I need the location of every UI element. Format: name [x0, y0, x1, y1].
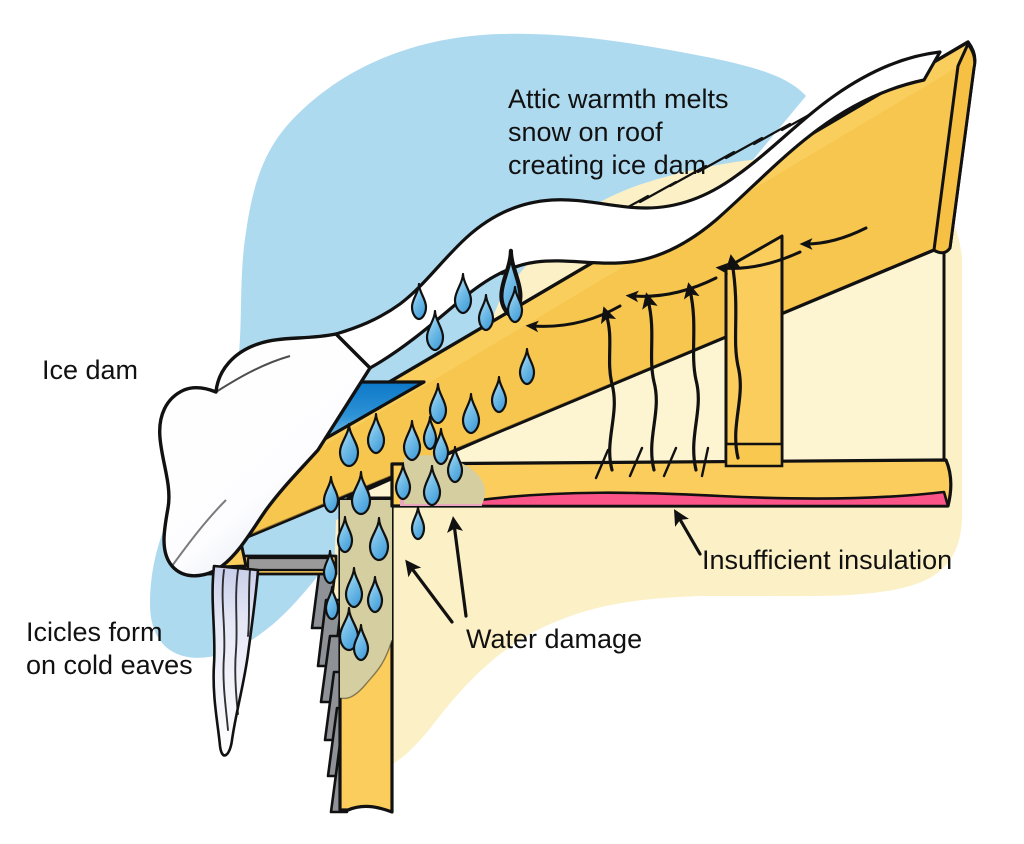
ice-dam-line-1: Ice dam	[42, 355, 138, 385]
water-droplet	[322, 549, 338, 585]
water-droplet	[453, 272, 473, 315]
joist-ticks	[594, 446, 710, 480]
water-droplet	[344, 566, 364, 609]
ice-dam-contour	[171, 499, 227, 567]
icicles-line-2: on cold eaves	[26, 650, 193, 680]
water-damage-line-1: Water damage	[466, 624, 642, 654]
heat-arrow	[600, 306, 617, 472]
water-droplet	[366, 412, 386, 455]
water-droplet	[422, 415, 438, 451]
water-droplet	[518, 347, 536, 386]
water-droplet	[446, 445, 464, 484]
water-droplet	[461, 392, 481, 435]
ice-dam-callout: Ice dam	[42, 355, 138, 385]
heat-arrow	[725, 254, 742, 460]
icicles-callout: Icicles form on cold eaves	[26, 617, 193, 680]
heat-arrow	[642, 292, 658, 472]
snow-on-roof	[334, 50, 942, 370]
water-droplet	[322, 475, 340, 514]
attic-warmth-callout: Attic warmth melts snow on roof creating…	[508, 84, 736, 180]
diagram-labels: Attic warmth melts snow on roof creating…	[26, 84, 952, 680]
leader-lines	[405, 509, 702, 624]
icicle-ridges	[221, 569, 251, 731]
heat-arrow	[683, 282, 700, 472]
soffit-vent	[246, 556, 334, 572]
water-droplets	[322, 248, 536, 662]
water-droplet	[425, 309, 445, 352]
icicle-group	[211, 564, 260, 757]
attic-warmth-line-2: snow on roof	[508, 117, 663, 147]
icicles-line-1: Icicles form	[26, 617, 163, 647]
water-damage-leader-right	[447, 516, 468, 618]
water-damage-leader-left	[405, 559, 454, 624]
ice-dam-contour	[215, 355, 291, 393]
water-droplet	[477, 293, 495, 332]
melt-arrow	[799, 226, 868, 250]
wall-stain-edge	[339, 639, 393, 700]
water-droplet	[410, 505, 426, 541]
water-droplet	[338, 422, 360, 468]
water-damage-callout: Water damage	[466, 624, 642, 654]
roof-rake-end	[932, 42, 977, 255]
water-droplet	[366, 575, 384, 614]
water-droplet	[352, 623, 370, 662]
water-droplet	[490, 375, 508, 414]
water-droplet	[350, 470, 372, 516]
insufficient-insulation-callout: Insufficient insulation	[702, 545, 952, 575]
insufficient-insulation-line-1: Insufficient insulation	[702, 545, 952, 575]
water-droplet	[394, 462, 412, 501]
insulation-leader	[673, 509, 702, 556]
water-droplet	[368, 516, 390, 562]
water-droplet	[402, 419, 422, 462]
attic-warmth-line-3: creating ice dam	[508, 150, 706, 180]
water-droplet	[432, 427, 450, 466]
melt-arrow	[625, 276, 718, 303]
insulation-batt	[478, 490, 950, 508]
water-droplet	[422, 464, 442, 507]
attic-warmth-line-1: Attic warmth melts	[508, 84, 729, 114]
water-droplet	[324, 585, 340, 621]
ice-dam-group	[158, 332, 372, 578]
joist-block	[724, 442, 784, 468]
water-droplet	[336, 515, 354, 554]
water-droplet	[410, 282, 428, 321]
water-droplet	[506, 285, 524, 324]
water-droplet	[428, 382, 448, 425]
heat-rising-arrows	[600, 254, 742, 472]
